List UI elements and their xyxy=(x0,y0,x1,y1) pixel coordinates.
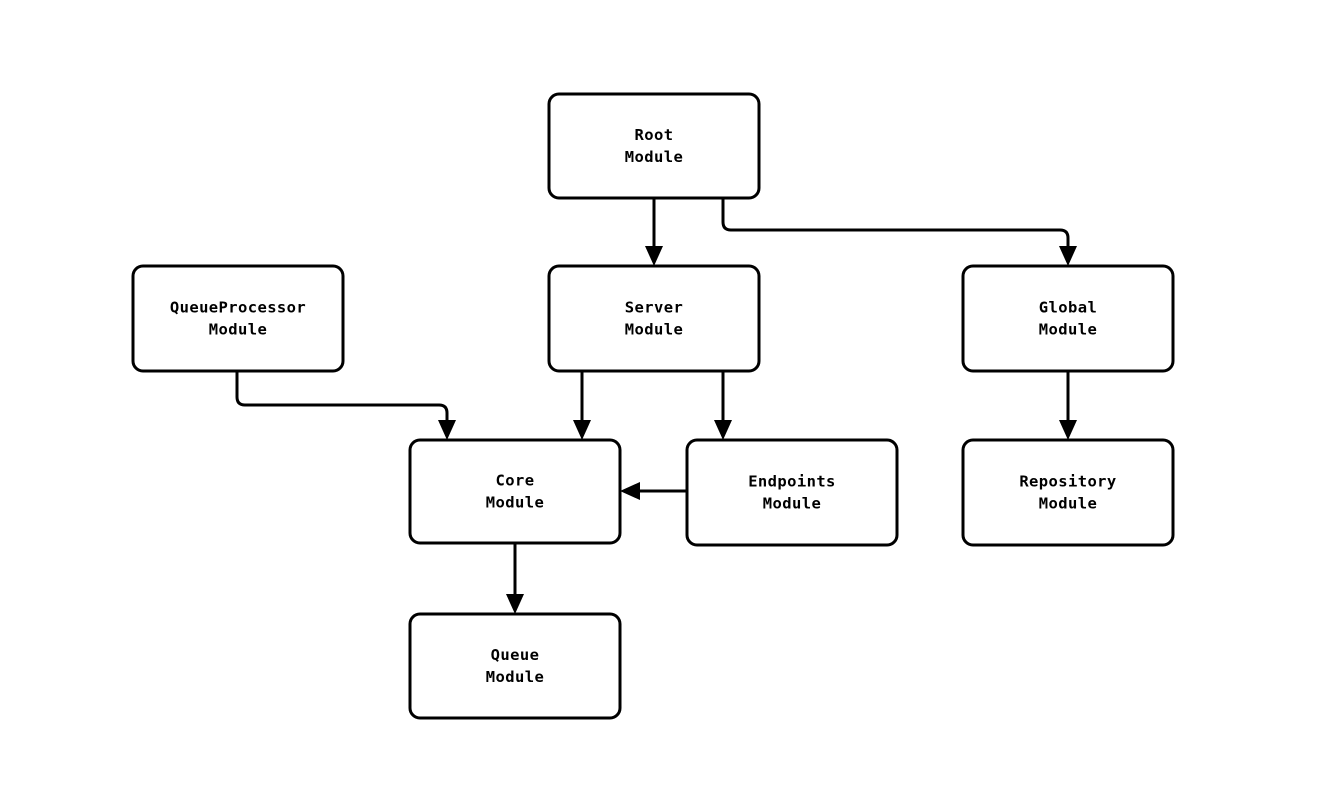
arrowhead-icon xyxy=(714,420,732,440)
edge-endpoints-to-core xyxy=(620,482,687,500)
node-label-line2: Module xyxy=(486,668,544,686)
node-box[interactable] xyxy=(685,438,899,547)
node-label-line2: Module xyxy=(1039,320,1097,338)
node-label-line2: Module xyxy=(486,493,544,511)
node-label-line1: Global xyxy=(1039,298,1097,316)
node-label-line1: Repository xyxy=(1019,472,1116,490)
edge-server-to-core xyxy=(573,371,591,440)
arrowhead-icon xyxy=(620,482,640,500)
node-box[interactable] xyxy=(408,438,622,545)
edge-line xyxy=(721,198,1070,250)
node-label-line2: Module xyxy=(625,320,683,338)
node-label-line2: Module xyxy=(763,494,821,512)
node-label-line2: Module xyxy=(209,320,267,338)
node-label-line1: Queue xyxy=(491,646,540,664)
node-label-line1: Server xyxy=(625,298,683,316)
node-label-line1: QueueProcessor xyxy=(170,298,306,316)
edge-core-to-queue xyxy=(506,543,524,614)
node-label-line1: Core xyxy=(496,471,535,489)
node-label-line2: Module xyxy=(625,148,683,166)
arrowhead-icon xyxy=(1059,246,1077,266)
edge-global-to-repository xyxy=(1059,371,1077,440)
edge-root-to-global xyxy=(721,198,1077,266)
node-box[interactable] xyxy=(961,438,1175,547)
edge-server-to-endpoints xyxy=(714,371,732,440)
arrowhead-icon xyxy=(438,420,456,440)
node-box[interactable] xyxy=(961,264,1175,373)
node-box[interactable] xyxy=(408,612,622,720)
node-label-line1: Endpoints xyxy=(748,472,836,490)
edge-queueprocessor-to-core xyxy=(235,371,456,440)
node-label-line2: Module xyxy=(1039,494,1097,512)
node-box[interactable] xyxy=(547,264,761,373)
node-label-line1: Root xyxy=(635,126,674,144)
edge-line xyxy=(235,371,449,424)
arrowhead-icon xyxy=(506,594,524,614)
edges-layer xyxy=(235,198,1077,614)
edge-root-to-server xyxy=(645,198,663,266)
arrowhead-icon xyxy=(573,420,591,440)
node-box[interactable] xyxy=(131,264,345,373)
node-box[interactable] xyxy=(547,92,761,200)
arrowhead-icon xyxy=(645,246,663,266)
arrowhead-icon xyxy=(1059,420,1077,440)
